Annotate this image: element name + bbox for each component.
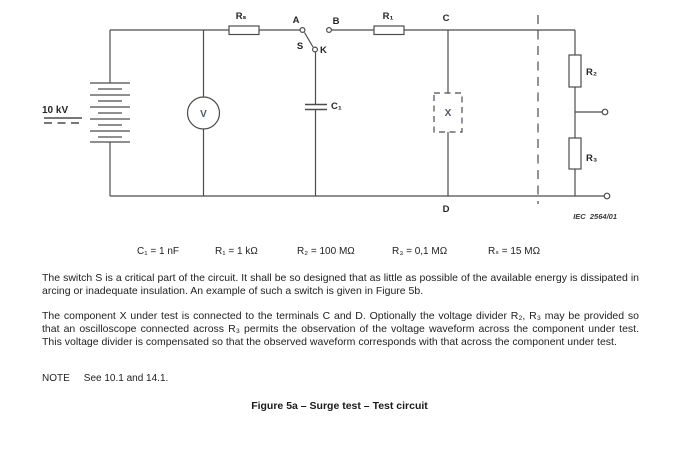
label-r2: R₂ [586, 67, 597, 78]
label-c: C [443, 13, 450, 24]
paragraph-switch: The switch S is a critical part of the c… [42, 272, 639, 297]
note-label: NOTE [42, 373, 70, 384]
label-d: D [443, 204, 450, 215]
label-s: S [297, 41, 303, 52]
switch-terminal-b [326, 27, 333, 34]
paragraph-component-x: The component X under test is connected … [42, 310, 639, 348]
switch-terminal-k [312, 46, 319, 53]
label-c1: C₁ [331, 101, 342, 112]
iec-reference: IEC 2564/01 [573, 212, 617, 221]
value-r2: R₂ = 100 MΩ [297, 246, 355, 257]
label-a: A [293, 15, 300, 26]
switch-blade [303, 32, 314, 48]
switch-terminal-a [299, 27, 306, 34]
resistor-rs [228, 25, 260, 36]
note-line: NOTE See 10.1 and 14.1. [42, 373, 168, 384]
voltmeter-letter: V [200, 109, 207, 120]
value-r3: R₃ = 0,1 MΩ [392, 246, 448, 257]
label-rs: Rₛ [236, 11, 247, 22]
label-b: B [333, 16, 340, 27]
resistor-r3 [568, 137, 582, 170]
label-k: K [320, 45, 327, 56]
output-terminal-bottom [603, 192, 611, 200]
note-text: See 10.1 and 14.1. [83, 373, 169, 384]
value-r1: R₁ = 1 kΩ [215, 246, 258, 257]
output-terminal-mid [601, 108, 609, 116]
surge-test-circuit-diagram: 10 kV V Rₛ A B S K C₁ R₁ C X D R₂ R₃ IEC… [42, 11, 617, 221]
component-x-box [433, 92, 463, 133]
resistor-r1 [373, 25, 405, 36]
label-r1: R₁ [383, 11, 394, 22]
source-voltage-label: 10 kV [42, 105, 68, 116]
battery-symbol [90, 82, 130, 143]
value-c1: C₁ = 1 nF [137, 246, 180, 257]
figure-caption: Figure 5a – Surge test – Test circuit [251, 400, 428, 412]
dc-symbol [44, 117, 82, 124]
value-rs: Rₛ = 15 MΩ [488, 246, 541, 257]
label-r3: R₃ [586, 153, 597, 164]
capacitor-c1 [305, 103, 327, 111]
resistor-r2 [568, 54, 582, 88]
label-x: X [445, 108, 452, 119]
